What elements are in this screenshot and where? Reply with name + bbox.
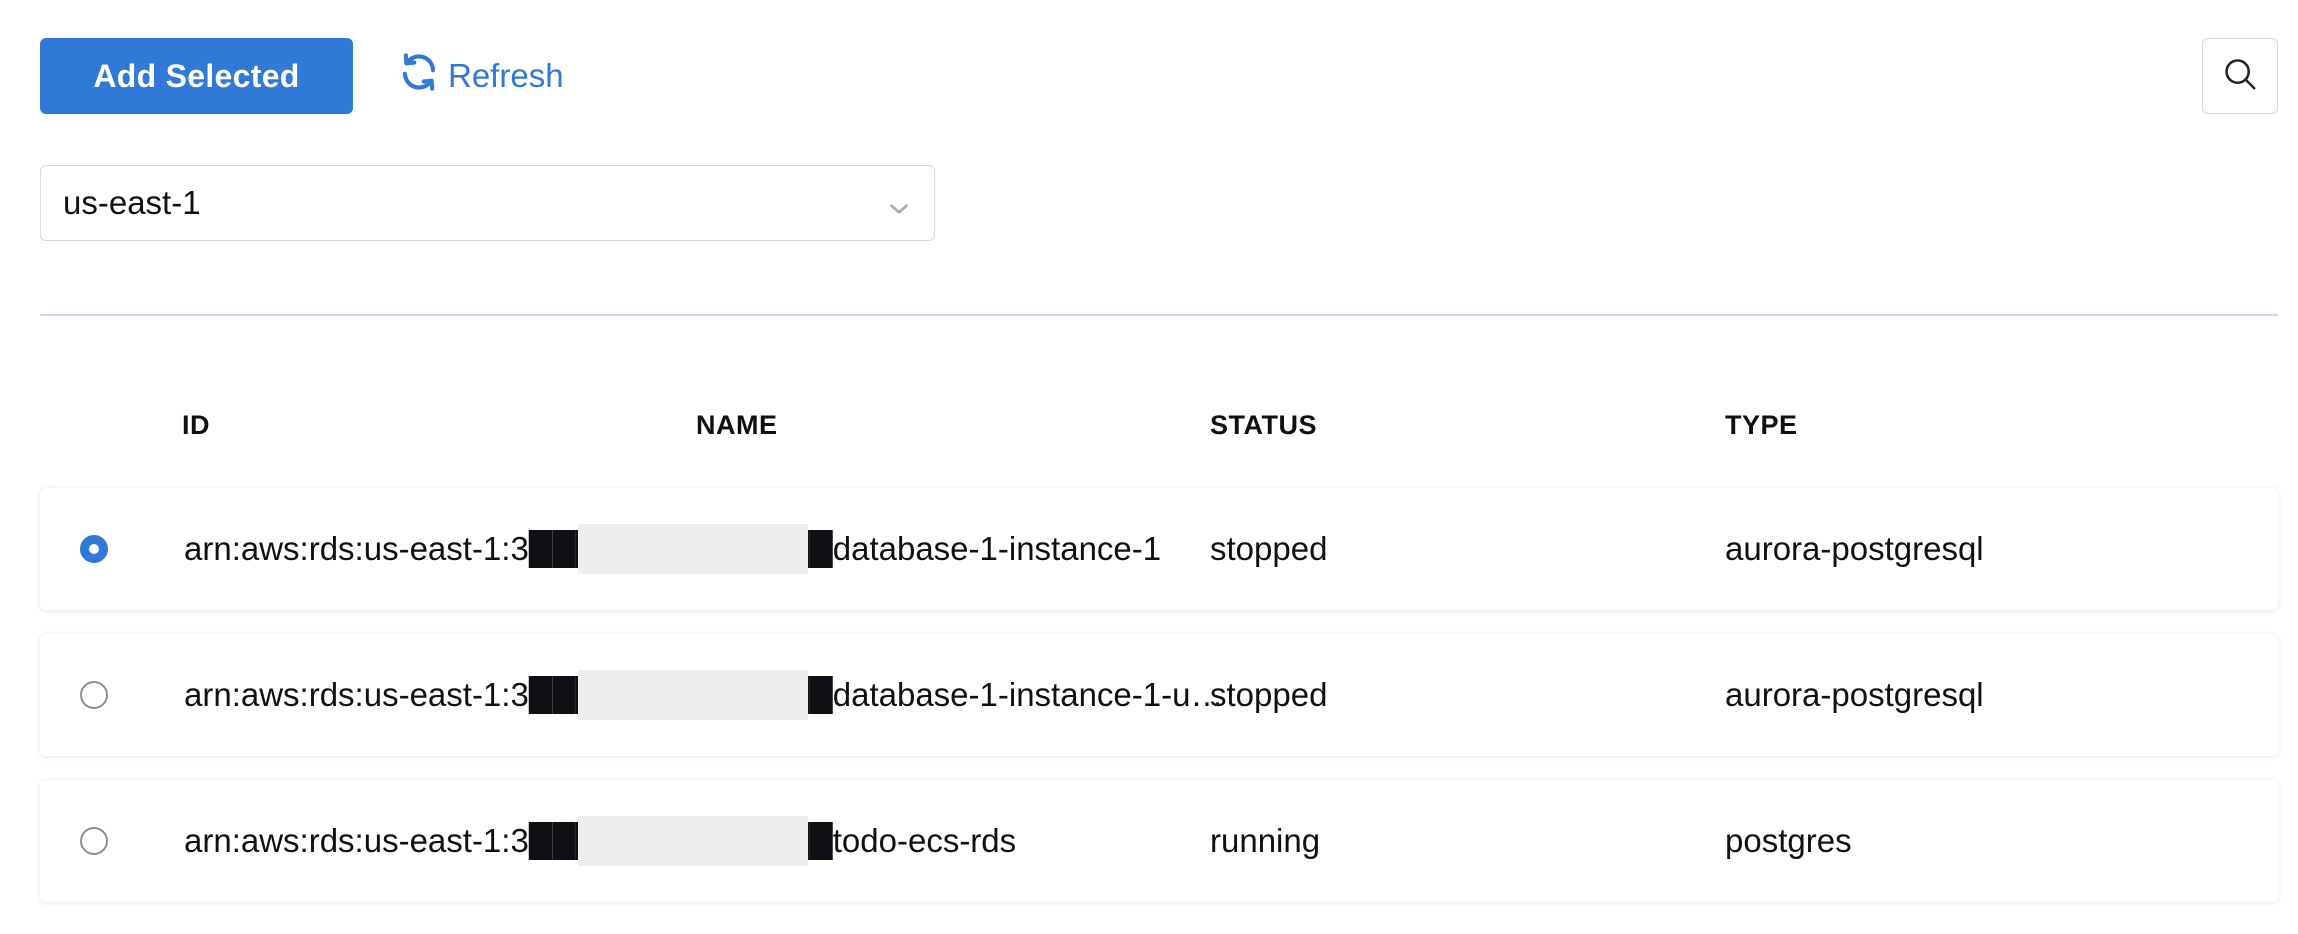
column-header-status: STATUS xyxy=(1210,410,1317,440)
table-row[interactable]: arn:aws:rds:us-east-1:3█████████████todo… xyxy=(40,780,2278,902)
table-row[interactable]: arn:aws:rds:us-east-1:3█████████████data… xyxy=(40,488,2278,610)
row-status: stopped xyxy=(1210,676,1328,713)
row-radio[interactable] xyxy=(80,681,108,709)
row-radio[interactable] xyxy=(80,535,108,563)
refresh-icon xyxy=(398,51,440,101)
row-type: postgres xyxy=(1725,822,1852,859)
chevron-down-icon xyxy=(886,192,912,218)
table-header: ID NAME STATUS TYPE xyxy=(40,410,2278,450)
redaction-mask xyxy=(578,524,808,574)
table-row[interactable]: arn:aws:rds:us-east-1:3█████████████data… xyxy=(40,634,2278,756)
redaction-mask xyxy=(578,816,808,866)
toolbar: Add Selected Refresh xyxy=(40,38,2278,114)
region-select[interactable]: us-east-1 xyxy=(40,165,935,241)
column-header-type: TYPE xyxy=(1725,410,1798,440)
search-icon xyxy=(2221,55,2259,98)
row-status: running xyxy=(1210,822,1321,859)
region-select-value: us-east-1 xyxy=(63,184,201,221)
column-header-name: NAME xyxy=(696,410,778,440)
refresh-label: Refresh xyxy=(448,57,564,94)
row-status: stopped xyxy=(1210,530,1328,567)
search-button[interactable] xyxy=(2202,38,2278,114)
row-type: aurora-postgresql xyxy=(1725,530,1984,567)
divider xyxy=(40,314,2278,316)
row-type: aurora-postgresql xyxy=(1725,676,1984,713)
redaction-mask xyxy=(578,670,808,720)
refresh-button[interactable]: Refresh xyxy=(398,46,564,106)
column-header-id: ID xyxy=(182,410,210,440)
add-selected-button[interactable]: Add Selected xyxy=(40,38,353,114)
row-radio[interactable] xyxy=(80,827,108,855)
